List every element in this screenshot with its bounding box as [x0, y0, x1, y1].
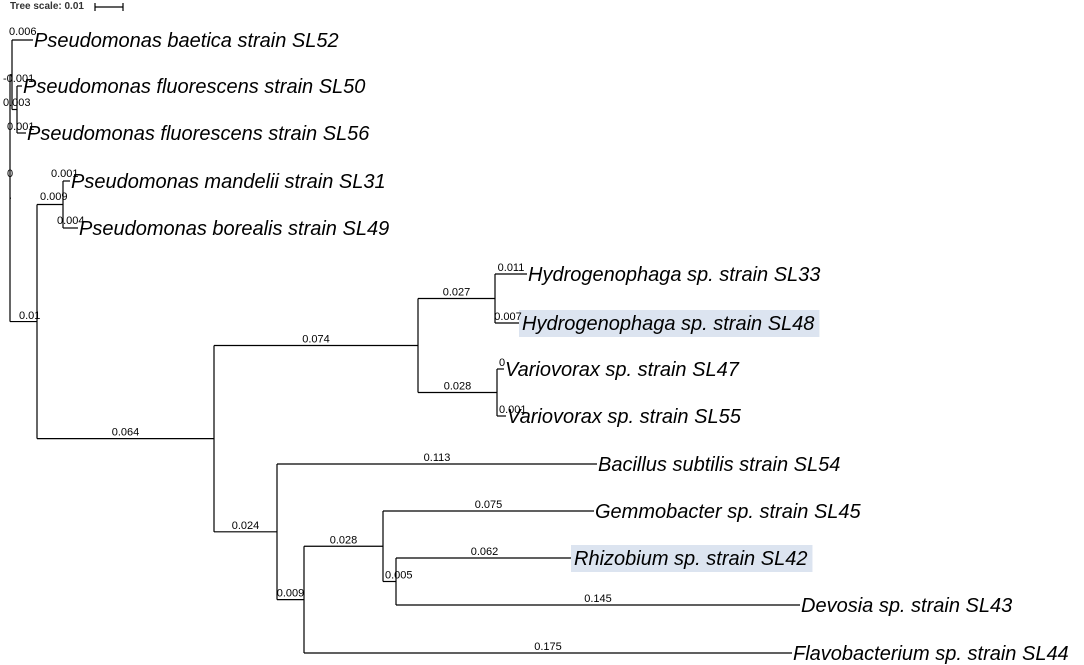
branch-length-n_big: 0.064 — [112, 427, 140, 439]
tree-scale: Tree scale: 0.01 — [10, 1, 124, 12]
branch-length-sl43: 0.145 — [584, 593, 612, 605]
branch-length-sl48: 0.007 — [494, 311, 522, 323]
branch-length-sl44: 0.175 — [534, 641, 562, 653]
branch-length-n_other: 0.024 — [232, 520, 260, 532]
leaf-label-sl55: Variovorax sp. strain SL55 — [507, 406, 742, 428]
branch-length-sl42: 0.062 — [471, 546, 499, 558]
branch-length-n_fl: 0.003 — [3, 97, 31, 109]
leaf-label-sl49: Pseudomonas borealis strain SL49 — [79, 218, 389, 240]
branch-length-n_psa: 0 — [7, 168, 13, 180]
branch-length-n_mb: 0.009 — [40, 191, 68, 203]
leaf-label-sl54: Bacillus subtilis strain SL54 — [598, 454, 840, 476]
leaf-label-sl42: Rhizobium sp. strain SL42 — [574, 548, 807, 570]
branch-length-sl50: -0.001 — [3, 73, 34, 85]
leaf-label-sl48: Hydrogenophaga sp. strain SL48 — [522, 313, 814, 335]
branch-length-sl33: 0.011 — [498, 262, 525, 274]
branch-length-sl56: 0.001 — [7, 121, 35, 133]
branch-length-n_alpha: 0.028 — [330, 534, 358, 546]
branch-length-sl47: 0 — [499, 357, 505, 369]
leaf-label-sl52: Pseudomonas baetica strain SL52 — [34, 30, 339, 52]
branch-length-n_var: 0.028 — [444, 381, 472, 393]
branch-length-sl45: 0.075 — [475, 499, 503, 511]
leaf-label-sl43: Devosia sp. strain SL43 — [801, 595, 1012, 617]
branch-length-sl52: 0.006 — [9, 26, 37, 38]
branch-length-n_rd: 0.005 — [385, 570, 413, 582]
branch-length-sl55: 0.001 — [499, 404, 527, 416]
tree-scale-label: Tree scale: 0.01 — [10, 1, 84, 12]
branch-length-sl49: 0.004 — [57, 215, 85, 227]
leaf-label-sl45: Gemmobacter sp. strain SL45 — [595, 501, 862, 523]
leaf-label-sl33: Hydrogenophaga sp. strain SL33 — [528, 264, 820, 286]
branch-length-sl54: 0.113 — [424, 452, 451, 464]
leaf-label-sl50: Pseudomonas fluorescens strain SL50 — [23, 76, 365, 98]
leaf-label-sl56: Pseudomonas fluorescens strain SL56 — [27, 123, 370, 145]
branch-length-n_rest: 0.009 — [277, 588, 305, 600]
leaf-highlight-sl42 — [571, 545, 813, 572]
leaf-label-sl31: Pseudomonas mandelii strain SL31 — [71, 171, 386, 193]
leaf-label-sl47: Variovorax sp. strain SL47 — [505, 359, 740, 381]
branch-length-sl31: 0.001 — [51, 168, 79, 180]
branch-length-n_hyd: 0.027 — [443, 287, 471, 299]
leaf-highlight-sl48 — [519, 310, 820, 337]
leaf-label-sl44: Flavobacterium sp. strain SL44 — [793, 643, 1069, 665]
branch-length-n_beta: 0.074 — [302, 334, 330, 346]
branch-length-n_ps: 0.01 — [19, 310, 40, 322]
